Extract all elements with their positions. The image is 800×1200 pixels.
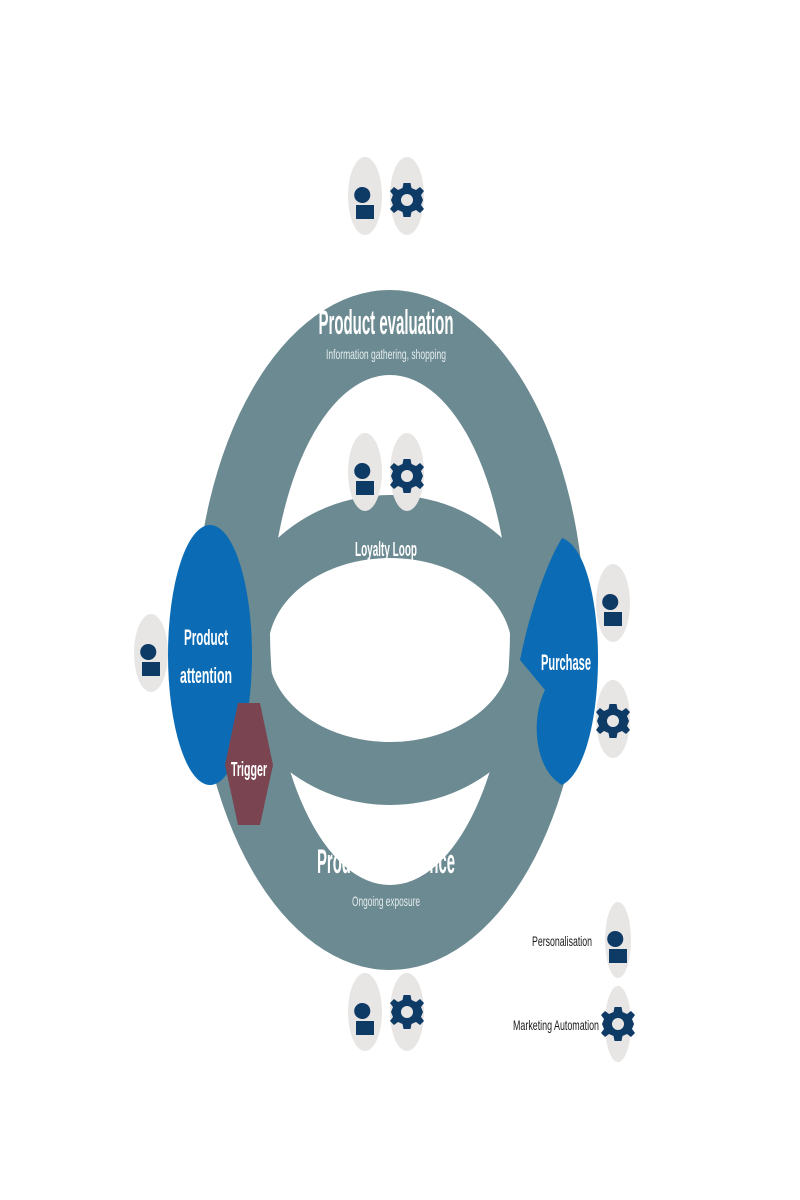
purchase-icons bbox=[596, 564, 630, 758]
evaluation-title: Product evaluation bbox=[319, 304, 454, 342]
experience-automation-badge bbox=[390, 973, 424, 1051]
purchase-title: Purchase bbox=[541, 650, 591, 675]
experience-title: Product experience bbox=[317, 843, 455, 881]
trigger-node bbox=[225, 703, 273, 825]
legend-automation-badge bbox=[601, 986, 635, 1062]
attention-title-line2: attention bbox=[180, 663, 232, 688]
legend-automation-label: Marketing Automation bbox=[513, 1017, 599, 1033]
attention-title-line1: Product bbox=[184, 625, 228, 650]
loyalty-icons bbox=[348, 433, 424, 511]
experience-personalisation-badge bbox=[348, 973, 382, 1051]
purchase-automation-badge bbox=[596, 680, 630, 758]
attention-personalisation-badge bbox=[134, 614, 168, 692]
loyalty-title: Loyalty Loop bbox=[355, 539, 417, 561]
legend-personalisation-label: Personalisation bbox=[532, 933, 592, 949]
legend-personalisation-badge bbox=[605, 902, 631, 978]
product-attention-node bbox=[168, 525, 252, 785]
evaluation-personalisation-badge bbox=[348, 157, 382, 235]
experience-subtitle: Ongoing exposure bbox=[352, 893, 420, 909]
evaluation-icons bbox=[348, 157, 424, 235]
loyalty-ring bbox=[228, 495, 552, 805]
experience-icons bbox=[348, 973, 424, 1051]
trigger-title: Trigger bbox=[231, 759, 267, 781]
purchase-node bbox=[520, 538, 598, 785]
evaluation-subtitle: Information gathering, shopping bbox=[326, 346, 446, 362]
attention-icons bbox=[134, 614, 168, 692]
legend: Personalisation Marketing Automation bbox=[513, 902, 635, 1062]
outer-ring bbox=[195, 290, 585, 970]
loyalty-personalisation-badge bbox=[348, 433, 382, 511]
loyalty-automation-badge bbox=[390, 433, 424, 511]
purchase-personalisation-badge bbox=[596, 564, 630, 642]
evaluation-automation-badge bbox=[390, 157, 424, 235]
